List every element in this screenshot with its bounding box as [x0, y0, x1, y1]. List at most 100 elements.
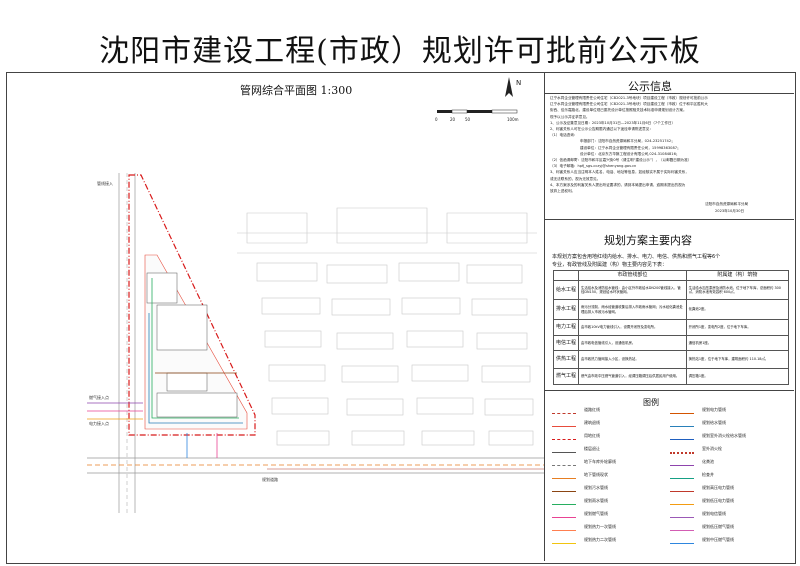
legend-item: 规划高压电力管线: [670, 485, 788, 498]
legend-label: 规划低压燃气管线: [702, 524, 734, 529]
legend-swatch: [670, 491, 694, 492]
legend-item: 规划电信管线: [670, 511, 788, 524]
legend-label: 规划热力一次管线: [584, 524, 616, 529]
legend-swatch: [552, 543, 576, 544]
site-plan-map: 管线接入 燃气接入点 电力接入点 规划道路 N 0 20 50 100m: [87, 77, 544, 513]
legend-item: 建筑退线: [552, 420, 670, 433]
table-cell-category: 供热工程: [553, 350, 579, 369]
legend-item: 地下管线现状: [552, 472, 670, 485]
legend-item: 规划燃气管线: [552, 511, 670, 524]
table-row: 电力工程 由市政10kV电力管线引入，设置开闭所及变电所。 开闭所1座，变电所2…: [553, 319, 790, 336]
notice-line: （3）电子邮箱：hpfj_sgs-cczyj@shenyang.gov.cn: [550, 164, 637, 169]
legend-label: 室外消火栓: [702, 446, 722, 451]
legend-label: 检查井: [702, 472, 714, 477]
legend-item: 规划热力二次管线: [552, 537, 670, 550]
table-header: 附属建（构）筑物: [685, 270, 790, 281]
legend-label: 规划热力二次管线: [584, 537, 616, 542]
board-frame: [6, 72, 796, 564]
legend-item: 地下车库外轮廓线: [552, 459, 670, 472]
table-cell-category: 电力工程: [553, 319, 579, 336]
legend-swatch: [670, 465, 694, 466]
plan-intro-line: 专业，有政管线及附属建（构）物主要内容见下表：: [552, 262, 668, 268]
table-row: 燃气工程 燃气由市政中压燃气管道引入，经调压箱调压后供居民用户使用。 调压箱1座…: [553, 368, 790, 385]
legend-label: 地下车库外轮廓线: [584, 459, 616, 464]
legend-swatch: [670, 543, 694, 544]
scale-bar: 0 20 50 100m: [435, 109, 519, 122]
legend-item: 化粪池: [670, 459, 788, 472]
table-cell-pipe: 由市政10kV电力管线引入，设置开闭所及变电所。: [578, 319, 687, 336]
table-cell-facility: 通信机房1座。: [685, 335, 790, 351]
notice-line: 街西、佳乐嘉路北，建设单位现已委托设计单位按照相关技术标准申请规划设计方案。: [550, 108, 687, 113]
table-cell-category: 燃气工程: [553, 368, 579, 385]
table-header: [553, 270, 579, 281]
legend-swatch: [552, 504, 576, 505]
legend-label: 规划雨水管线: [584, 498, 608, 503]
table-row: 电信工程 由市政电信管线引入，设通信机房。 通信机房1座。: [553, 335, 790, 351]
existing-buildings: [237, 207, 537, 446]
legend-label: 规划污水管线: [584, 485, 608, 490]
svg-text:规划道路: 规划道路: [262, 476, 278, 482]
divider: [545, 219, 794, 220]
svg-text:电力接入点: 电力接入点: [89, 420, 109, 426]
legend-swatch: [670, 413, 694, 414]
site-plan-panel: 管线接入 燃气接入点 电力接入点 规划道路 N 0 20 50 100m: [7, 73, 545, 561]
scale-label: 100m: [507, 117, 519, 122]
legend-item: 规划低压电力管线: [670, 498, 788, 511]
page-title: 沈阳市建设工程(市政）规划许可批前公示板: [99, 34, 701, 69]
legend-label: 化粪池: [702, 459, 714, 464]
svg-text:管线接入: 管线接入: [97, 180, 113, 186]
plan-title: 规划方案主要内容: [604, 234, 692, 247]
legend-swatch: [552, 465, 576, 466]
legend-item: 楼层退让: [552, 446, 670, 459]
divider: [545, 93, 794, 94]
legend-item: 规划污水管线: [552, 485, 670, 498]
legend-label: 规划高压电力管线: [702, 485, 734, 490]
legend-swatch: [552, 478, 576, 479]
notice-line: 4、本方案涉及的利害关系人提出听证要求的，请到本局提出申请，逾期未提出的视为: [550, 182, 686, 187]
legend-label: 地下管线现状: [584, 472, 608, 477]
notice-line: 辽宁水同企业管理有限责任公司住宅（CB2021-3号地块）项目建设工程（市政）位…: [550, 102, 708, 107]
legend-item: 规划热力一次管线: [552, 524, 670, 537]
notice-line: 2、利害关系人可在公示公告期限内通过以下途径申请陈述意见：: [550, 127, 653, 132]
legend-label: 规划给水管线: [702, 420, 726, 425]
table-row: 给水工程 生活给水及消防给水管线：由小区外市政给水DN200管线接入，管径DN1…: [553, 280, 790, 300]
notice-line: 设计单位：北京东方华脉工程设计有限公司,024-31084816；: [580, 151, 680, 156]
scale-label: 0: [435, 117, 438, 122]
legend-swatch: [552, 452, 576, 453]
legend-item: 规划中压燃气管线: [670, 537, 788, 550]
table-cell-facility: 生活给水加压泵房及消防水池，位于地下车库，总面积约 300㎡，消防水池有效容积 …: [685, 280, 790, 300]
notice-body: 辽宁水同企业管理有限责任公司住宅（CB2021-3号地块）项目建设工程（市政）规…: [550, 95, 788, 194]
legend-swatch: [670, 517, 694, 518]
table-header: 市政管线部位: [578, 270, 687, 281]
table-cell-pipe: 生活给水及消防给水管线：由小区外市政给水DN200管线接入，管径DN150，规划…: [578, 280, 687, 300]
table-cell-facility: 调压箱1座。: [685, 368, 790, 385]
table-cell-category: 排水工程: [553, 299, 579, 320]
legend-label: 规划中压燃气管线: [702, 537, 734, 542]
legend-label: 用地红线: [584, 433, 600, 438]
legend-swatch: [552, 413, 576, 414]
table-row: 排水工程 雨污分流制，雨水经管道收集后排入市政雨水管网；污水经化粪池处理后排入市…: [553, 299, 790, 320]
legend-item: 规划低压燃气管线: [670, 524, 788, 537]
legend-swatch: [670, 426, 694, 427]
north-label: N: [516, 79, 521, 87]
table-cell-pipe: 燃气由市政中压燃气管道引入，经调压箱调压后供居民用户使用。: [578, 368, 687, 385]
table-cell-facility: 换热站1座，位于地下车库，建筑面积约 110.18㎡。: [685, 350, 790, 369]
legend-label: 楼层退让: [584, 446, 600, 451]
notice-line: （2）信函请邮寄：沈阳市和平区嘉兴街0号（请注明“建设公示”），（以邮戳日期为准…: [550, 158, 692, 163]
table-cell-category: 电信工程: [553, 335, 579, 351]
legend-item: 规划室外消火栓给水管线: [670, 433, 788, 446]
bottom-road: [87, 457, 544, 474]
legend-item: 检查井: [670, 472, 788, 485]
legend-swatch: [670, 452, 694, 454]
notice-line: 建设单位：辽宁水同企业管理有限责任公司，15998363087；: [580, 145, 681, 150]
site-buildings: [146, 272, 238, 418]
legend-swatch: [552, 439, 576, 440]
table-row: 供热工程 由市政热力管网接入小区，设换热站。 换热站1座，位于地下车库，建筑面积…: [553, 350, 790, 369]
table-cell-pipe: 由市政热力管网接入小区，设换热站。: [578, 350, 687, 369]
legend-item: 用地红线: [552, 433, 670, 446]
notice-line: 辽宁水同企业管理有限责任公司住宅（CB2021-3号地块）项目建设工程（市政）规…: [550, 96, 708, 100]
notice-date: 2023年10月30日: [715, 209, 745, 213]
notice-signature: 沈阳市自然资源局和平分局: [705, 202, 749, 206]
legend-swatch: [552, 530, 576, 531]
